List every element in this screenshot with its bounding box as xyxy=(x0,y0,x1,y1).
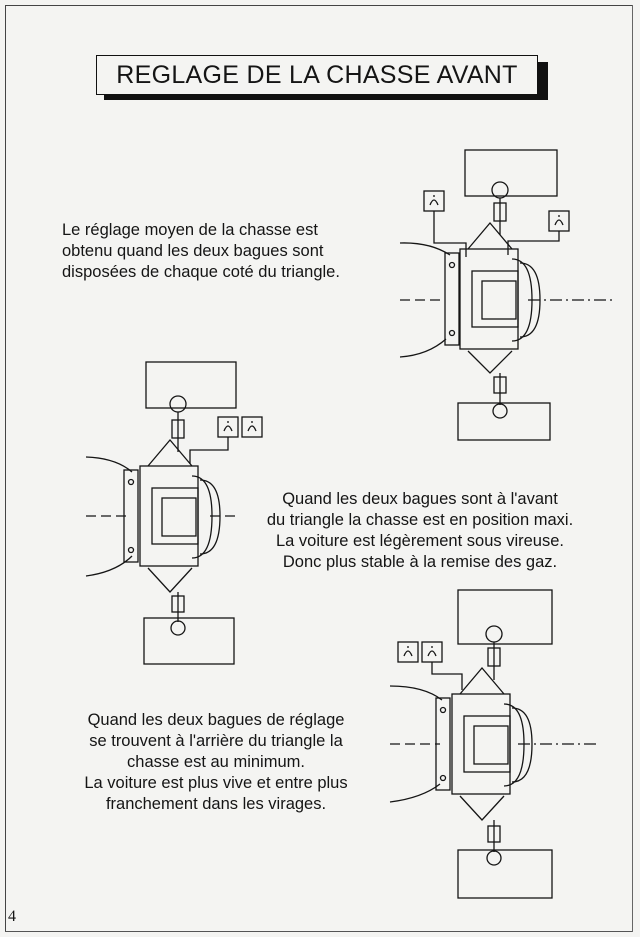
wheel-outline xyxy=(511,707,533,783)
pointer-line xyxy=(431,662,463,690)
paragraph-line: disposées de chaque coté du triangle. xyxy=(62,263,340,281)
pivot-pin xyxy=(439,774,447,782)
bague-icon xyxy=(241,416,263,438)
pivot-pin xyxy=(127,546,135,554)
paragraph-line: Quand les deux bagues de réglage xyxy=(87,711,345,729)
wishbone-bottom xyxy=(467,350,513,374)
ball-joint-top xyxy=(169,395,187,413)
pointer-line xyxy=(189,437,229,464)
hub-detail xyxy=(471,270,519,328)
chassis-block-bottom xyxy=(457,402,551,441)
hub-carrier-left xyxy=(123,469,139,563)
paragraph-chasse-minimum: Quand les deux bagues de réglage se trou… xyxy=(56,710,376,815)
chassis-edge xyxy=(399,242,451,256)
paragraph-line: franchement dans les virages. xyxy=(105,795,327,813)
paragraph-line: La voiture est plus vive et entre plus xyxy=(84,774,348,792)
wheel-outline xyxy=(519,262,541,338)
ball-joint-bottom xyxy=(170,620,186,636)
page-title: REGLAGE DE LA CHASSE AVANT xyxy=(96,55,538,95)
paragraph-line: Le réglage moyen de la chasse est xyxy=(62,221,318,239)
pointer-line xyxy=(433,211,467,257)
turnbuckle-bottom xyxy=(487,825,501,843)
axle-block xyxy=(481,280,517,320)
hub-carrier xyxy=(139,465,199,567)
page-border-left xyxy=(5,5,6,932)
paragraph-line: La voiture est légèrement sous vireuse. xyxy=(276,532,564,550)
pointer-line xyxy=(507,231,560,255)
paragraph-line: chasse est au minimum. xyxy=(127,753,305,771)
paragraph-line: se trouvent à l'arrière du triangle la xyxy=(89,732,343,750)
wheel-outline xyxy=(199,479,221,555)
chassis-edge xyxy=(389,685,443,701)
wheel-outline xyxy=(511,258,533,342)
pivot-pin xyxy=(448,329,456,337)
hub-carrier xyxy=(451,693,511,795)
ball-joint-top xyxy=(485,625,503,643)
chassis-block-bottom xyxy=(143,617,235,665)
page-border-top xyxy=(6,5,632,6)
turnbuckle-bottom xyxy=(171,595,185,613)
wishbone-top xyxy=(467,221,513,250)
servo-saver-block xyxy=(145,361,237,409)
paragraph-chasse-maxi: Quand les deux bagues sont à l'avant du … xyxy=(236,489,604,573)
paragraph-line: du triangle la chasse est en position ma… xyxy=(266,511,574,529)
hub-carrier-left xyxy=(444,252,460,346)
bague-icon xyxy=(423,190,445,212)
pivot-pin xyxy=(439,706,447,714)
servo-saver-block xyxy=(464,149,558,197)
axle-block xyxy=(473,725,509,765)
page-number: 4 xyxy=(8,908,16,925)
turnbuckle-top xyxy=(487,647,501,667)
hub-detail xyxy=(151,487,199,545)
suspension-diagram-minimum xyxy=(389,589,600,899)
wishbone-bottom xyxy=(459,795,505,821)
chassis-block-bottom xyxy=(457,849,553,899)
turnbuckle-bottom xyxy=(493,376,507,394)
paragraph-line: obtenu quand les deux bagues sont xyxy=(62,242,324,260)
page-border-bottom xyxy=(5,931,632,932)
chassis-edge xyxy=(389,783,441,803)
wheel-outline xyxy=(191,475,213,559)
suspension-diagram-maxi xyxy=(85,361,263,665)
ball-joint-bottom xyxy=(486,850,502,866)
servo-saver-block xyxy=(457,589,553,645)
pivot-pin xyxy=(127,478,135,486)
wheel-outline xyxy=(503,703,525,787)
paragraph-line: Donc plus stable à la remise des gaz. xyxy=(282,553,558,571)
ball-joint-bottom xyxy=(492,403,508,419)
page-border-right xyxy=(632,5,633,932)
paragraph-chasse-moyenne: Le réglage moyen de la chasse est obtenu… xyxy=(62,220,340,283)
wishbone-top xyxy=(459,666,505,695)
wishbone-top xyxy=(147,438,193,467)
pivot-pin xyxy=(448,261,456,269)
hub-carrier xyxy=(459,248,519,350)
hub-detail xyxy=(463,715,511,773)
turnbuckle-top xyxy=(493,202,507,222)
turnbuckle-top xyxy=(171,419,185,439)
bague-icon xyxy=(217,416,239,438)
bague-icon xyxy=(421,641,443,663)
axle-block xyxy=(161,497,197,537)
bague-icon xyxy=(548,210,570,232)
wishbone-bottom xyxy=(147,567,193,593)
paragraph-line: Quand les deux bagues sont à l'avant xyxy=(282,490,558,508)
chassis-edge xyxy=(399,338,447,358)
bague-icon xyxy=(397,641,419,663)
hub-carrier-left xyxy=(435,697,451,791)
suspension-diagram-moyen xyxy=(399,149,612,441)
chassis-edge xyxy=(85,555,133,577)
